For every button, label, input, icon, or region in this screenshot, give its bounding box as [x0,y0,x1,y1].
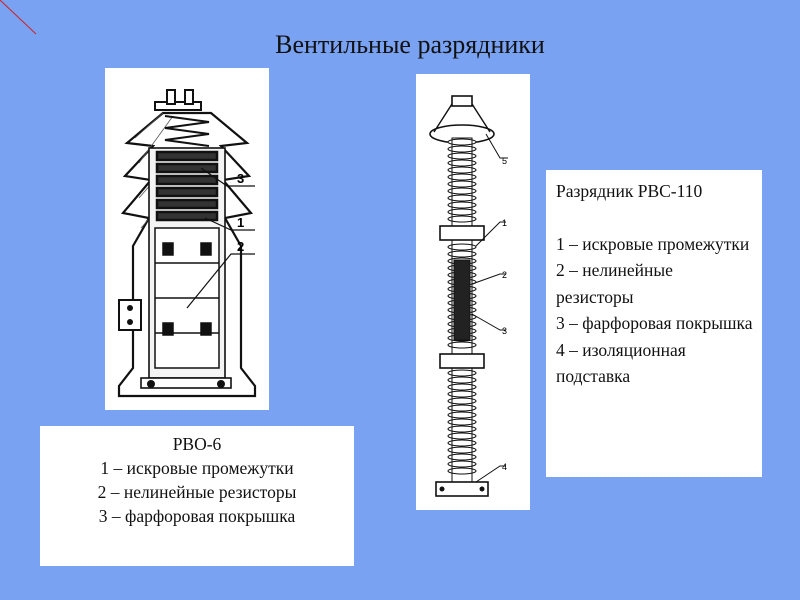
rvs110-callout-1: 1 [502,218,507,228]
rvs110-caption-item: 3 – фарфоровая покрышка [556,313,753,333]
porcelain-shed [447,215,477,223]
porcelain-shed [447,180,477,188]
rvs110-callout-4: 4 [502,462,507,472]
porcelain-shed [447,383,477,391]
rvo6-arrester-drawing: 3 1 2 [117,89,257,398]
porcelain-shed [447,145,477,153]
rvo6-callout-2: 2 [237,239,244,254]
porcelain-shed [447,418,477,426]
porcelain-shed [447,159,477,167]
rvs110-caption-item: 1 – искровые промежутки [556,233,750,254]
rvo6-diagram-panel: 3 1 2 [105,68,269,410]
porcelain-shed [447,446,477,454]
rvs110-diagram-panel: 5 1 2 3 4 [416,74,530,510]
porcelain-shed [447,173,477,181]
rvo6-caption-heading: РВО-6 [172,434,222,454]
porcelain-shed [447,208,477,216]
rvo6-callout-1: 1 [237,215,244,230]
rvo6-caption-item: 2 – нелинейные резисторы [97,482,297,502]
rvs110-callout-2: 2 [502,270,507,280]
porcelain-shed [447,425,477,433]
rvs110-callout-5: 5 [502,156,507,166]
porcelain-shed [447,138,477,146]
rvs110-callout-3: 3 [502,326,507,336]
rvs110-caption: Разрядник РВС-110 1 – искровые промежутк… [546,170,762,477]
porcelain-shed [447,397,477,405]
porcelain-shed [447,376,477,384]
rvo6-caption-item: 1 – искровые промежутки [100,458,294,478]
porcelain-shed [447,187,477,195]
rvs110-arrester-drawing: 5 1 2 3 4 [429,95,508,497]
rvo6-caption-item: 3 – фарфоровая покрышка [98,506,296,526]
porcelain-shed [447,250,477,258]
porcelain-shed [447,453,477,461]
porcelain-shed [447,201,477,209]
porcelain-shed [447,432,477,440]
porcelain-shed [447,390,477,398]
porcelain-shed [447,460,477,468]
porcelain-shed [447,411,477,419]
porcelain-shed [447,439,477,447]
porcelain-shed [447,369,477,377]
porcelain-shed [447,152,477,160]
rvo6-callout-3: 3 [237,171,244,186]
page-title: Вентильные разрядники [275,30,545,59]
porcelain-shed [447,341,477,349]
rvs110-caption-heading: Разрядник РВС-110 [556,181,703,201]
rvs110-caption-item: 2 – нелинейные резисторы [556,260,673,307]
rvs110-caption-item: 4 – изоляционная подставка [556,339,686,387]
rvo6-caption: РВО-6 1 – искровые промежутки 2 – нелине… [40,426,354,566]
porcelain-shed [447,166,477,174]
porcelain-shed [447,243,477,251]
corner-accent-line [0,0,37,35]
porcelain-shed [447,404,477,412]
porcelain-shed [447,194,477,202]
porcelain-shed [447,467,477,475]
